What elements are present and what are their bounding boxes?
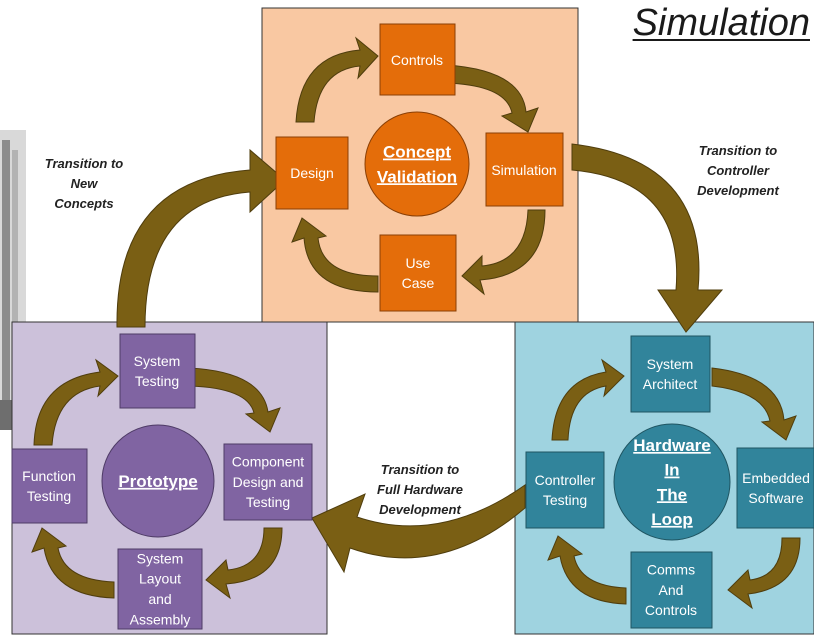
controller-development-transition-arrow	[571, 143, 724, 333]
hil-hub	[613, 423, 731, 541]
design-label: Design	[290, 165, 334, 181]
hil-nodes	[525, 335, 814, 629]
embedded-software-node	[736, 447, 814, 529]
system-layout-node	[117, 548, 203, 630]
system-architect-node	[630, 335, 711, 413]
prototype-cycle-arrows	[31, 358, 283, 600]
controller-development-transition-label: Transition to Controller Development	[697, 143, 779, 198]
concept-nodes	[275, 23, 564, 312]
full-hardware-transition-label: Transition to Full Hardware Development	[377, 462, 463, 517]
function-testing-node	[11, 448, 88, 524]
simulation-heading: Simulation	[632, 2, 810, 44]
use-case-node	[379, 234, 457, 312]
design-node	[275, 136, 349, 210]
component-design-node	[223, 443, 313, 521]
system-testing-node	[119, 333, 196, 409]
hil-cycle-arrows	[547, 358, 801, 610]
controls-node	[379, 23, 456, 96]
prototype-nodes	[11, 333, 313, 630]
controls-label: Controls	[391, 52, 443, 68]
prototype-label: Prototype	[118, 472, 197, 491]
new-concepts-transition-label: Transition to New Concepts	[44, 156, 124, 211]
concept-cycle-arrows	[291, 36, 546, 296]
comms-controls-node	[630, 551, 713, 629]
simulation-node	[485, 132, 564, 207]
concept-validation-hub	[364, 111, 470, 217]
simulation-label: Simulation	[491, 162, 556, 178]
controller-testing-node	[525, 451, 605, 529]
new-concepts-transition-arrow	[116, 148, 286, 328]
prototype-hub	[101, 424, 215, 538]
